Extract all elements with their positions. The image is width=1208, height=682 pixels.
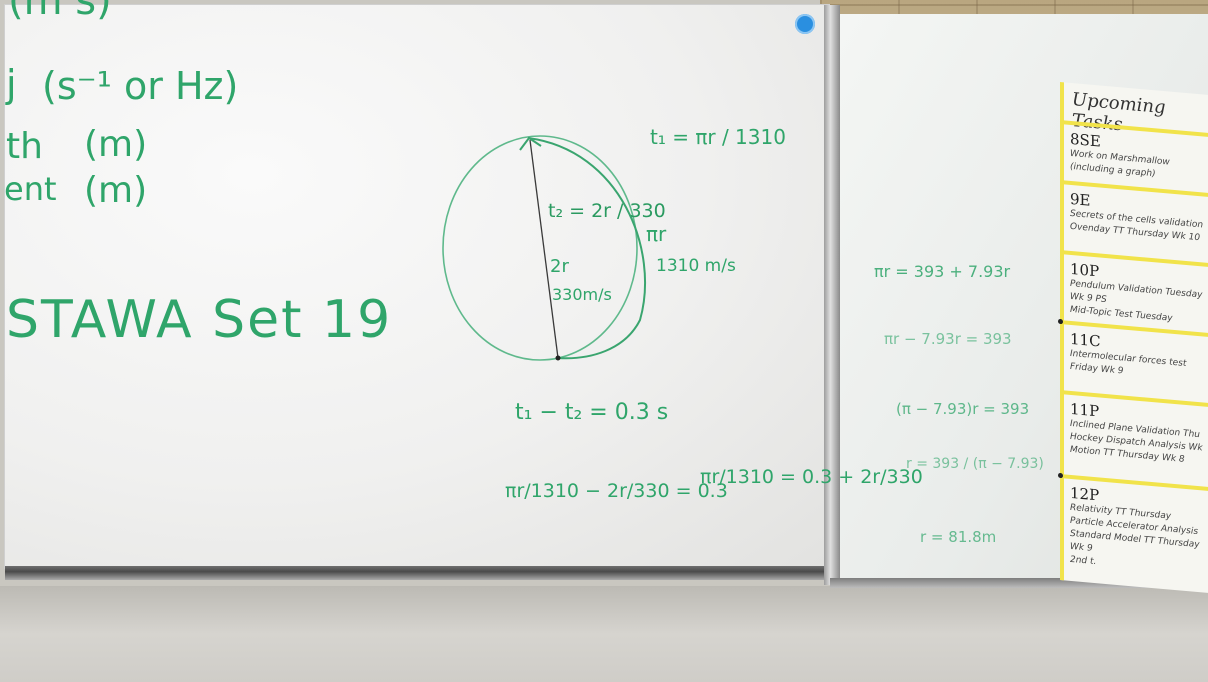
task-tag: 9E: [1070, 189, 1091, 210]
brand-badge-icon: [795, 14, 815, 34]
working-line-1: πr = 393 + 7.93r: [874, 262, 1011, 281]
marker-tray: [5, 566, 829, 580]
arc-length-label: πr: [646, 222, 667, 246]
diameter-label: 2r: [550, 256, 569, 277]
working-line-5: r = 81.8m: [920, 528, 997, 546]
board-frame-divider: [824, 5, 840, 585]
t1-expression: t₁ = πr / 1310: [650, 125, 786, 149]
task-row: 10P Pendulum Validation Tuesday Wk 9 PS …: [1064, 250, 1208, 330]
arc-speed-label: 1310 m/s: [656, 256, 736, 276]
frag-3: ent: [4, 170, 57, 208]
frag-2: th: [6, 126, 43, 167]
heading-stawa: STAWA Set 19: [6, 290, 393, 350]
equation-a: πr/1310 − 2r/330 = 0.3: [505, 480, 728, 502]
working-line-2: πr − 7.93r = 393: [884, 330, 1012, 348]
time-difference-equation: t₁ − t₂ = 0.3 s: [515, 400, 669, 425]
working-line-4: r = 393 / (π − 7.93): [906, 456, 1044, 472]
semicircle-arc: [527, 137, 647, 360]
task-row: 8SE Work on Marshmallow (including a gra…: [1064, 120, 1208, 187]
marker-tray-right: [830, 578, 1208, 588]
task-row: 9E Secrets of the cells validation Ovend…: [1064, 180, 1208, 247]
working-line-3: (π − 7.93)r = 393: [896, 400, 1030, 418]
equation-b: πr/1310 = 0.3 + 2r/330: [700, 466, 923, 488]
diameter-speed-label: 330m/s: [552, 285, 612, 304]
upcoming-tasks-panel: Upcoming Tasks 8SE Work on Marshmallow (…: [1058, 82, 1208, 594]
task-row: 11P Inclined Plane Validation Thu Hockey…: [1064, 390, 1208, 470]
units-fragment-top: (m s): [8, 0, 112, 24]
task-row: 12P Relativity TT Thursday Particle Acce…: [1058, 472, 1208, 580]
units-displacement: (m): [84, 170, 148, 211]
units-frequency: (s⁻¹ or Hz): [42, 64, 239, 108]
circle-path: [442, 135, 638, 361]
wall-below-board: [0, 586, 1208, 682]
diameter-line: [529, 139, 559, 359]
task-row: 11C Intermolecular forces test Friday Wk…: [1058, 318, 1208, 387]
arrow-head-icon: [519, 136, 542, 151]
t2-expression: t₂ = 2r / 330: [548, 200, 666, 222]
units-length: (m): [84, 124, 148, 165]
frag-1: j: [6, 62, 17, 106]
whiteboard-left: [5, 5, 829, 568]
